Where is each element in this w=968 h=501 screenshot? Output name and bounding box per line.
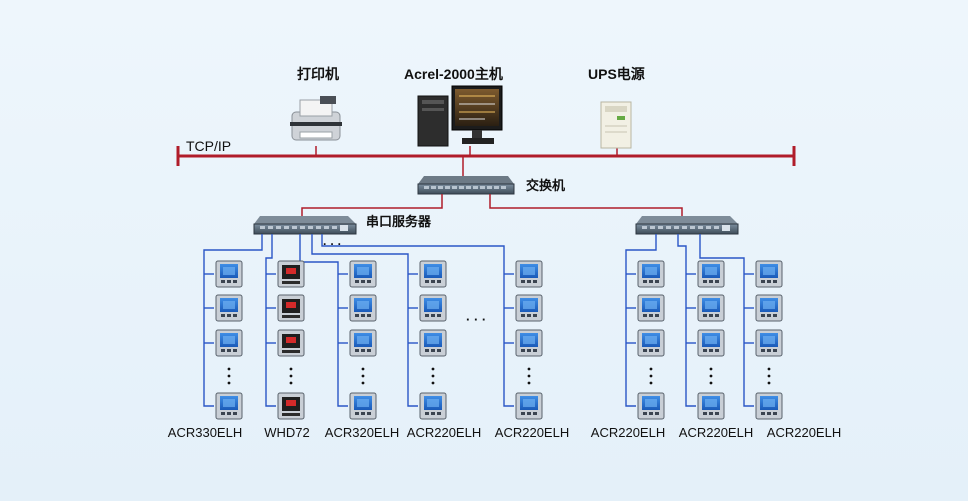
acr-meter-icon xyxy=(637,329,665,357)
tcp-ip-bus xyxy=(176,146,796,166)
acr-meter-icon xyxy=(755,294,783,322)
acr-meter-icon xyxy=(349,392,377,420)
ups-label: UPS电源 xyxy=(588,66,645,82)
main-switch-icon xyxy=(417,176,515,195)
vertical-ellipsis-dot xyxy=(227,381,231,385)
acr-meter-icon xyxy=(755,260,783,288)
whd72-meter-icon xyxy=(277,392,305,420)
column-gap-ellipsis: · · · xyxy=(466,312,486,327)
acr-meter-icon xyxy=(637,260,665,288)
serial-port-ellipsis: · · · xyxy=(323,237,342,251)
vertical-ellipsis-dot xyxy=(767,381,771,385)
meter-column-label: ACR220ELH xyxy=(679,425,753,440)
meter-grid xyxy=(215,260,783,420)
acr-meter-icon xyxy=(697,294,725,322)
vertical-ellipsis-dot xyxy=(227,367,231,371)
vertical-ellipsis-dot xyxy=(709,381,713,385)
acr-meter-icon xyxy=(419,329,447,357)
acr-meter-icon xyxy=(755,392,783,420)
vertical-ellipsis-dot xyxy=(289,374,293,378)
acr-meter-icon xyxy=(697,392,725,420)
meter-column-label: ACR220ELH xyxy=(591,425,665,440)
printer-label: 打印机 xyxy=(297,66,339,82)
vertical-ellipsis-dot xyxy=(361,367,365,371)
meter-column-label: ACR220ELH xyxy=(407,425,481,440)
acr-meter-icon xyxy=(755,329,783,357)
meter-column-label: ACR320ELH xyxy=(325,425,399,440)
vertical-ellipsis-dot xyxy=(527,381,531,385)
vertical-ellipsis-dot xyxy=(527,367,531,371)
host-label: Acrel-2000主机 xyxy=(404,66,503,82)
printer-icon xyxy=(290,96,342,141)
serial-server-left-icon xyxy=(253,216,357,235)
vertical-ellipsis-dot xyxy=(361,381,365,385)
vertical-ellipsis-dot xyxy=(649,367,653,371)
vertical-ellipsis-dot xyxy=(649,381,653,385)
meter-column-label: ACR330ELH xyxy=(168,425,242,440)
acr-meter-icon xyxy=(515,329,543,357)
host-computer-icon xyxy=(417,85,503,147)
acr-meter-icon xyxy=(637,294,665,322)
whd72-meter-icon xyxy=(277,294,305,322)
vertical-ellipsis-dot xyxy=(431,381,435,385)
acr-meter-icon xyxy=(515,294,543,322)
acr-meter-icon xyxy=(215,260,243,288)
acr-meter-icon xyxy=(515,392,543,420)
vertical-ellipsis-dot xyxy=(709,367,713,371)
acr-meter-icon xyxy=(419,260,447,288)
serial-server-label: 串口服务器 xyxy=(366,214,432,229)
whd72-meter-icon xyxy=(277,329,305,357)
vertical-ellipsis-dot xyxy=(649,374,653,378)
vertical-ellipsis-dot xyxy=(527,374,531,378)
serial-server-right-icon xyxy=(635,216,739,235)
acr-meter-icon xyxy=(349,260,377,288)
rs485-wiring xyxy=(203,234,754,407)
vertical-ellipsis-dot xyxy=(709,374,713,378)
acr-meter-icon xyxy=(419,392,447,420)
switch-label: 交换机 xyxy=(526,178,565,193)
vertical-ellipsis-dot xyxy=(289,367,293,371)
vertical-ellipsis-dot xyxy=(361,374,365,378)
acr-meter-icon xyxy=(215,294,243,322)
vertical-ellipsis-dot xyxy=(289,381,293,385)
acr-meter-icon xyxy=(349,294,377,322)
meter-column-label: WHD72 xyxy=(264,425,310,440)
vertical-ellipsis-dot xyxy=(431,367,435,371)
whd72-meter-icon xyxy=(277,260,305,288)
acr-meter-icon xyxy=(637,392,665,420)
acr-meter-icon xyxy=(697,260,725,288)
switch-uplinks xyxy=(301,194,683,216)
acr-meter-icon xyxy=(419,294,447,322)
vertical-ellipsis-dot xyxy=(767,367,771,371)
meter-labels: ACR330ELH WHD72 ACR320ELH ACR220ELH ACR220EL… xyxy=(168,425,841,440)
acr-meter-icon xyxy=(515,260,543,288)
ups-icon xyxy=(600,101,632,149)
vertical-ellipsis-dot xyxy=(227,374,231,378)
acr-meter-icon xyxy=(349,329,377,357)
acr-meter-icon xyxy=(215,392,243,420)
bus-label: TCP/IP xyxy=(186,138,231,154)
meter-column-label: ACR220ELH xyxy=(495,425,569,440)
vertical-ellipsis-dot xyxy=(431,374,435,378)
vertical-ellipsis-dot xyxy=(767,374,771,378)
acr-meter-icon xyxy=(215,329,243,357)
meter-column-label: ACR220ELH xyxy=(767,425,841,440)
acr-meter-icon xyxy=(697,329,725,357)
